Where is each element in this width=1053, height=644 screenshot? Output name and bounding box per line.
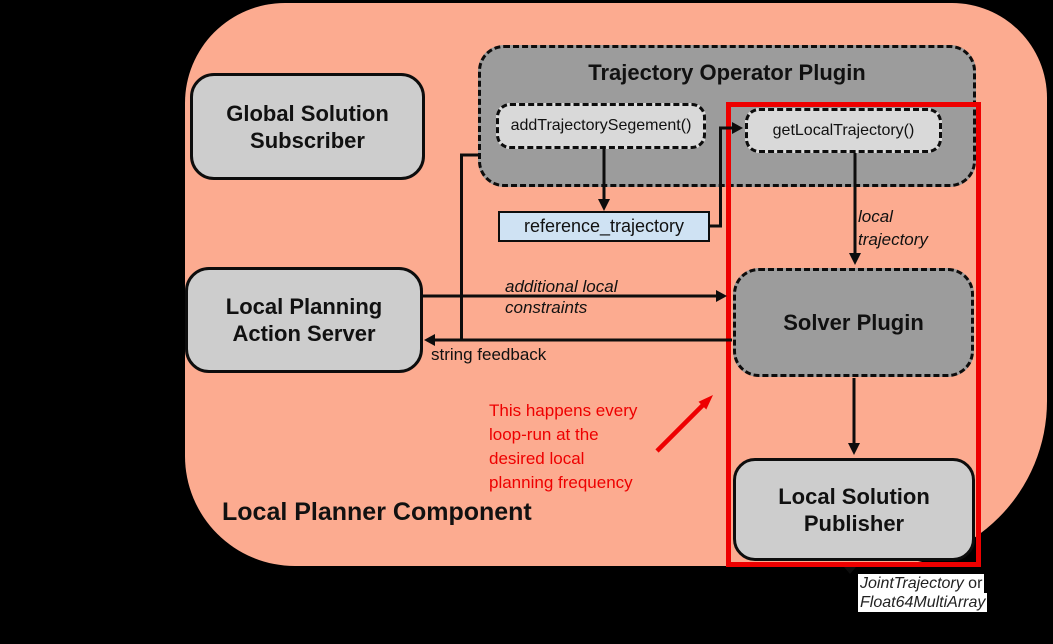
reference-trajectory-label: reference_trajectory bbox=[523, 216, 685, 236]
add-trajectory-segment-box: addTrajectorySegement() bbox=[496, 103, 706, 149]
message-type-line1: JointTrajectory or bbox=[858, 574, 985, 593]
message-type-jointtrajectory: JointTrajectory bbox=[860, 575, 964, 592]
message-type-label: JointTrajectory or Float64MultiArray bbox=[858, 574, 988, 612]
local-planner-component-label: Local Planner Component bbox=[222, 498, 532, 526]
solver-plugin-label: Solver Plugin bbox=[783, 309, 924, 335]
local-solution-publisher-box: Local Solution Publisher bbox=[733, 458, 975, 561]
additional-local-constraints-label: additional local constraints bbox=[505, 277, 618, 317]
get-local-trajectory-label: getLocalTrajectory() bbox=[772, 121, 915, 139]
add-trajectory-segment-label: addTrajectorySegement() bbox=[510, 117, 692, 134]
string-feedback-label: string feedback bbox=[431, 345, 547, 364]
local-planning-action-server-label: Local Planning Action Server bbox=[225, 294, 383, 346]
local-planning-action-server-box: Local Planning Action Server bbox=[185, 267, 423, 373]
loop-highlight-rect bbox=[726, 102, 981, 567]
message-type-or: or bbox=[963, 575, 983, 592]
global-solution-subscriber-box: Global Solution Subscriber bbox=[190, 73, 425, 180]
message-type-line2: Float64MultiArray bbox=[858, 593, 988, 612]
arrowhead-output-stub bbox=[844, 567, 856, 574]
solver-plugin-box: Solver Plugin bbox=[733, 268, 974, 377]
local-trajectory-label: local trajectory bbox=[858, 207, 928, 249]
local-solution-publisher-label: Local Solution Publisher bbox=[778, 483, 930, 536]
get-local-trajectory-box: getLocalTrajectory() bbox=[745, 108, 942, 153]
reference-trajectory-box: reference_trajectory bbox=[498, 211, 710, 242]
loop-frequency-note: This happens every loop-run at the desir… bbox=[489, 401, 638, 492]
global-solution-subscriber-label: Global Solution Subscriber bbox=[226, 100, 389, 153]
trajectory-operator-plugin-label: Trajectory Operator Plugin bbox=[588, 60, 866, 85]
